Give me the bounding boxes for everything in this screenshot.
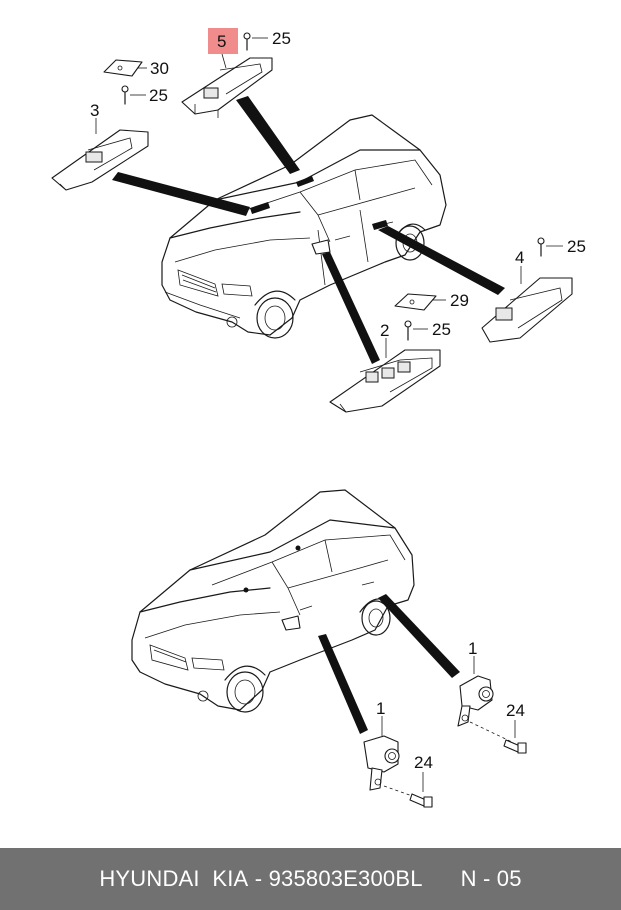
callout-3: 3 [90,101,99,120]
top-pointer-arrows [112,96,505,364]
footer-page-code: N - 05 [460,866,522,891]
footer-part-number: - 935803E300BL [254,866,423,891]
part-1-door-switch-right [457,675,494,727]
footer-gap [423,866,461,892]
part-29-cover [394,293,437,311]
part-30-cover [103,59,143,77]
part-3-window-switch-panel [51,129,149,191]
part-5-highlight [208,28,238,54]
part-1-door-switch-left [363,735,400,791]
callout-30: 30 [150,59,169,78]
callout-25-b: 25 [149,86,168,105]
screw-24-left [409,793,433,808]
callout-25-a: 25 [272,29,291,48]
parts-diagram: 5 25 30 25 3 4 25 [51,28,586,808]
bottom-pointer-arrows [318,594,460,734]
part-4-window-switch-panel [481,277,573,343]
callout-25-c: 25 [567,237,586,256]
callout-24-a: 24 [506,701,525,720]
part-2-master-window-switch [329,349,441,413]
screw-25-left [121,85,129,105]
footer-bar: HYUNDAI KIA - 935803E300BL N - 05 [0,848,621,910]
callout-1-b: 1 [376,699,385,718]
callout-5: 5 [217,32,226,51]
screw-24-right [503,739,527,754]
bottom-suv-illustration [131,489,415,713]
callout-4: 4 [515,248,524,267]
callout-24-b: 24 [414,753,433,772]
callout-25-d: 25 [432,320,451,339]
footer-brand: HYUNDAI KIA [99,866,249,891]
callout-29: 29 [450,291,469,310]
screw-25-middle [404,320,412,341]
screw-25-right [537,237,545,257]
part-5-window-switch-panel [181,57,273,118]
callout-1-a: 1 [468,639,477,658]
screw-25-top [243,32,251,51]
callout-2: 2 [380,321,389,340]
top-suv-illustration [161,114,447,339]
